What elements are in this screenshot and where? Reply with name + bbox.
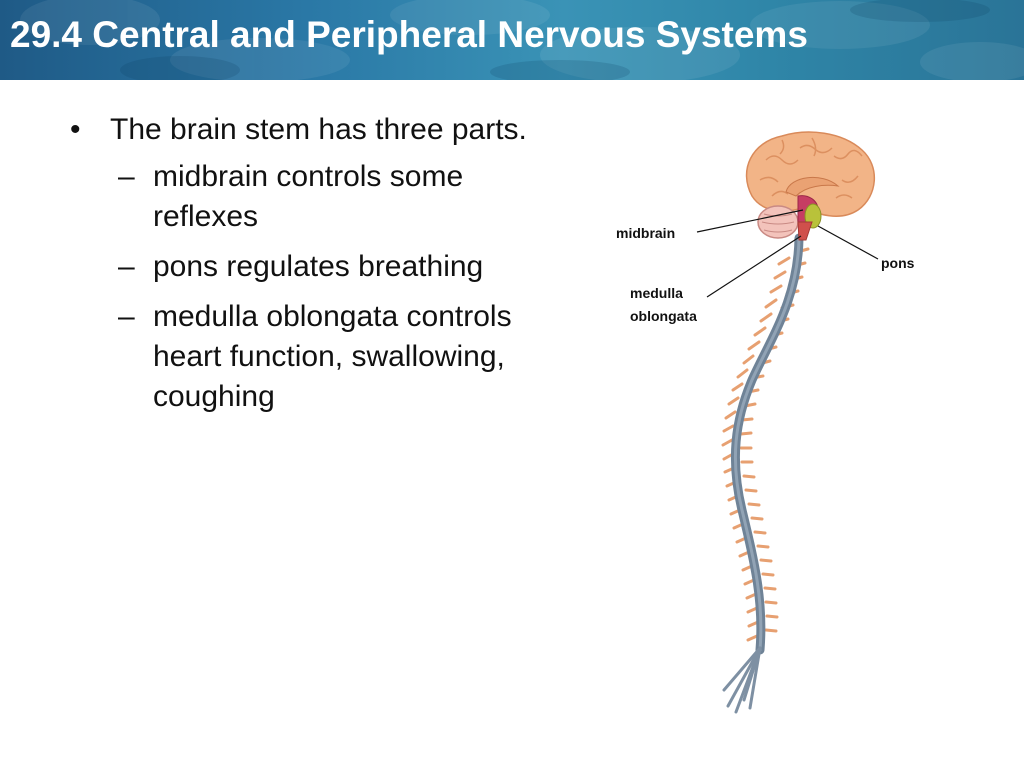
brain: [745, 131, 876, 241]
dash-icon: –: [118, 160, 135, 193]
pons-label: pons: [881, 255, 915, 271]
title-bar: 29.4 Central and Peripheral Nervous Syst…: [0, 0, 1024, 80]
medulla-region: [797, 221, 813, 241]
sub-bullet-text: medulla oblongata controls heart functio…: [153, 300, 512, 413]
cauda-equina: [722, 646, 762, 714]
bullet-list: • The brain stem has three parts. – midb…: [70, 112, 590, 427]
midbrain-leader-line: [696, 209, 804, 233]
bullet-dot-icon: •: [70, 113, 81, 146]
bullet-text: The brain stem has three parts.: [110, 113, 527, 146]
sub-bullet-list: – midbrain controls some reflexes – pons…: [70, 157, 590, 417]
sub-bullet-item-midbrain: – midbrain controls some reflexes: [70, 157, 563, 237]
dash-icon: –: [118, 250, 135, 283]
medulla-label-line1: medulla: [630, 285, 683, 301]
brain-folds: [759, 137, 863, 199]
nervous-system-diagram: midbrain pons medulla oblongata: [616, 131, 915, 714]
sub-bullet-item-medulla: – medulla oblongata controls heart funct…: [70, 297, 563, 417]
sub-bullet-item-pons: – pons regulates breathing: [70, 247, 563, 287]
corpus-callosum: [785, 176, 840, 197]
pons-leader-line: [817, 225, 879, 260]
sub-bullet-text: midbrain controls some reflexes: [153, 160, 464, 233]
medulla-label-line2: oblongata: [630, 308, 697, 324]
leader-lines: [696, 209, 879, 298]
medulla-leader-line: [706, 235, 802, 298]
dash-icon: –: [118, 300, 135, 333]
sub-bullet-text: pons regulates breathing: [153, 250, 484, 283]
slide-title: 29.4 Central and Peripheral Nervous Syst…: [10, 14, 808, 55]
spinal-cord-highlight: [733, 236, 801, 652]
bullet-item: • The brain stem has three parts.: [70, 112, 590, 148]
cerebellum-folds: [761, 213, 795, 233]
spinal-nerves-right: [739, 247, 810, 633]
midbrain-label: midbrain: [616, 225, 675, 241]
spinal-nerves-left: [721, 256, 791, 642]
title-bar-texture: [20, 0, 1024, 80]
